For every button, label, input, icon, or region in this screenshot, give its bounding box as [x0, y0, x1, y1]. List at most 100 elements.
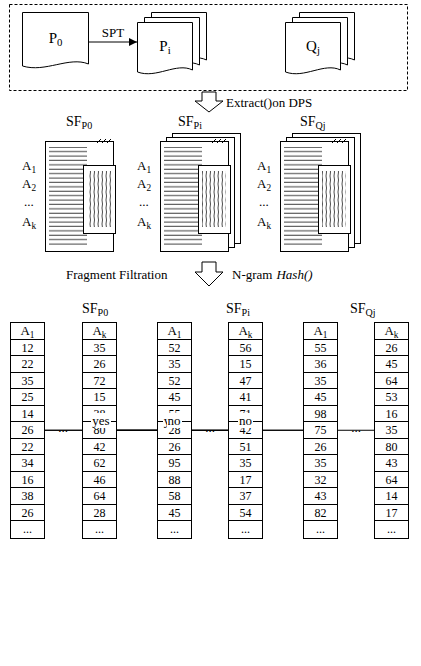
cell-value: 26: [386, 341, 398, 355]
table-cell: 47: [229, 373, 262, 390]
table-cell: 75: [304, 422, 337, 439]
column-header: Ak: [83, 323, 116, 340]
feature-sheet-stack: [281, 134, 361, 252]
cell-value: 35: [315, 374, 327, 388]
node-face: P0: [22, 12, 89, 64]
cell-value: 41: [240, 390, 252, 404]
table-cell: 22: [11, 439, 44, 456]
feature-column: A15235524555282695885845...: [157, 322, 192, 539]
cell-value: 17: [240, 473, 252, 487]
table-cell: 56: [229, 340, 262, 357]
cell-value: 35: [315, 456, 327, 470]
cell-value: 52: [169, 341, 181, 355]
cell-value: 43: [386, 456, 398, 470]
cell-value: 45: [386, 357, 398, 371]
text-label: ...: [259, 194, 269, 209]
cell-value: 16: [386, 407, 398, 421]
table-cell: 80: [375, 439, 408, 456]
text-label: A1: [257, 158, 271, 175]
text-label: SFQj: [300, 113, 326, 131]
document-stack-node: Qj: [285, 12, 355, 78]
cell-value: 51: [240, 440, 252, 454]
column-header-text: Ak: [92, 323, 106, 338]
table-cell: 26: [11, 422, 44, 439]
table-cell: 34: [11, 455, 44, 472]
table-cell: 32: [304, 472, 337, 489]
table-cell: 43: [304, 488, 337, 505]
text-label: Ak: [257, 214, 271, 231]
cell-value: 58: [169, 489, 181, 503]
table-cell: 36: [304, 356, 337, 373]
table-cell: 26: [304, 439, 337, 456]
table-cell: 41: [229, 389, 262, 406]
column-header: Ak: [375, 323, 408, 340]
cell-value: 64: [386, 473, 398, 487]
cell-value: 43: [315, 489, 327, 503]
table-cell: 53: [375, 389, 408, 406]
node-label: Pi: [159, 38, 170, 55]
text-label: SFP0: [82, 300, 108, 318]
node-face: Pi: [137, 22, 193, 70]
table-cell: 38: [11, 488, 44, 505]
table-cell: 55: [304, 340, 337, 357]
text-label: A2: [22, 176, 36, 193]
cell-value: 52: [169, 374, 181, 388]
cell-value: 32: [315, 473, 327, 487]
table-cell: 26: [83, 356, 116, 373]
table-cell: 64: [375, 373, 408, 390]
feature-sheet: [46, 139, 116, 252]
cell-value: 45: [169, 390, 181, 404]
text-label: SFQj: [350, 300, 376, 318]
table-cell: 64: [375, 472, 408, 489]
cell-value: 64: [94, 489, 106, 503]
cell-value: 35: [240, 456, 252, 470]
feature-column: Ak2645645316358043641417...: [374, 322, 409, 539]
table-cell: 14: [11, 406, 44, 423]
down-arrow: [195, 262, 223, 286]
cell-value: 15: [94, 390, 106, 404]
feature-column: A15536354598752635324382...: [303, 322, 338, 539]
cell-value: ...: [316, 522, 325, 536]
table-cell: 52: [158, 340, 191, 357]
column-header: A1: [158, 323, 191, 340]
text-label: SFPi: [178, 113, 202, 131]
cell-value: 35: [22, 374, 34, 388]
table-cell: 22: [11, 356, 44, 373]
table-cell: 45: [304, 389, 337, 406]
table-cell: ...: [158, 521, 191, 538]
cell-value: 55: [315, 341, 327, 355]
text-label: A2: [257, 176, 271, 193]
dashed-frame: [10, 5, 408, 91]
cell-value: 38: [22, 489, 34, 503]
document-outline: [286, 23, 341, 74]
cell-value: 35: [94, 341, 106, 355]
table-cell: 16: [375, 406, 408, 423]
table-cell: 35: [11, 373, 44, 390]
table-cell: 45: [375, 356, 408, 373]
table-cell: 42: [83, 439, 116, 456]
cell-value: 80: [386, 440, 398, 454]
table-cell: 64: [83, 488, 116, 505]
table-cell: 35: [158, 356, 191, 373]
column-header-text: Ak: [238, 323, 252, 338]
text-label: SFPi: [226, 300, 250, 318]
table-cell: 14: [375, 488, 408, 505]
cell-value: 25: [22, 390, 34, 404]
document-shape: [285, 12, 355, 78]
cell-value: 22: [22, 440, 34, 454]
table-cell: 15: [229, 356, 262, 373]
cell-value: 26: [315, 440, 327, 454]
table-cell: 35: [229, 455, 262, 472]
column-header-text: A1: [313, 323, 327, 338]
text-label: SFP0: [66, 113, 92, 131]
table-cell: 52: [158, 373, 191, 390]
cell-value: 82: [315, 506, 327, 520]
table-cell: 12: [11, 340, 44, 357]
document-outline: [23, 13, 89, 68]
cell-value: 36: [315, 357, 327, 371]
table-cell: ...: [229, 521, 262, 538]
node-face: Qj: [285, 22, 341, 70]
